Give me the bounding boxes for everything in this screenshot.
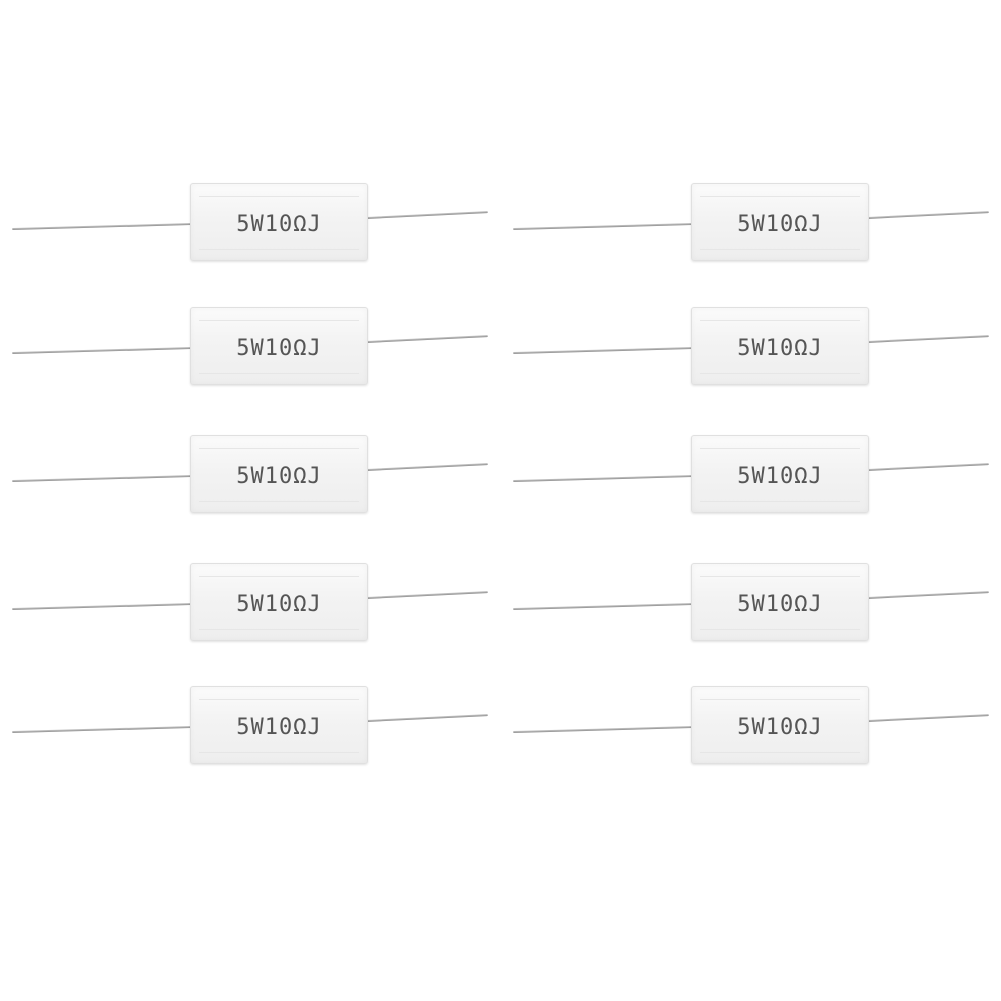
resistor-lead — [12, 726, 193, 734]
resistor-lead — [365, 211, 488, 219]
resistor-marking: 5W10ΩJ — [737, 715, 823, 740]
resistor-lead — [513, 475, 694, 483]
resistor-lead — [513, 223, 694, 231]
resistor-marking: 5W10ΩJ — [236, 592, 322, 617]
resistor-lead — [866, 211, 989, 219]
resistor-lead — [365, 335, 488, 343]
resistor-marking: 5W10ΩJ — [737, 592, 823, 617]
resistor-lead — [12, 475, 193, 483]
resistor-body: 5W10ΩJ — [190, 183, 368, 261]
resistor-lead — [365, 463, 488, 471]
resistor-marking: 5W10ΩJ — [737, 336, 823, 361]
resistor: 5W10ΩJ — [513, 435, 989, 515]
resistor: 5W10ΩJ — [12, 183, 488, 263]
resistor-lead — [513, 347, 694, 355]
resistor: 5W10ΩJ — [12, 686, 488, 766]
resistor-lead — [866, 714, 989, 722]
resistor-lead — [513, 726, 694, 734]
resistor-marking: 5W10ΩJ — [737, 464, 823, 489]
resistor: 5W10ΩJ — [12, 307, 488, 387]
resistor-lead — [866, 463, 989, 471]
resistor-body: 5W10ΩJ — [190, 563, 368, 641]
resistor-lead — [866, 591, 989, 599]
resistor-lead — [12, 223, 193, 231]
resistor: 5W10ΩJ — [513, 563, 989, 643]
resistor-body: 5W10ΩJ — [691, 686, 869, 764]
resistor-marking: 5W10ΩJ — [236, 715, 322, 740]
resistor-marking: 5W10ΩJ — [236, 212, 322, 237]
resistor-lead — [365, 714, 488, 722]
resistor: 5W10ΩJ — [513, 686, 989, 766]
resistor-marking: 5W10ΩJ — [236, 464, 322, 489]
resistor-body: 5W10ΩJ — [691, 563, 869, 641]
resistor-lead — [866, 335, 989, 343]
resistor-lead — [12, 347, 193, 355]
resistor-body: 5W10ΩJ — [190, 307, 368, 385]
resistor: 5W10ΩJ — [513, 307, 989, 387]
resistor-marking: 5W10ΩJ — [737, 212, 823, 237]
resistor: 5W10ΩJ — [12, 563, 488, 643]
resistor-lead — [12, 603, 193, 611]
resistor-lead — [365, 591, 488, 599]
resistor-body: 5W10ΩJ — [691, 435, 869, 513]
resistor: 5W10ΩJ — [513, 183, 989, 263]
resistor-body: 5W10ΩJ — [691, 183, 869, 261]
resistor-lead — [513, 603, 694, 611]
resistor: 5W10ΩJ — [12, 435, 488, 515]
resistor-marking: 5W10ΩJ — [236, 336, 322, 361]
resistor-body: 5W10ΩJ — [691, 307, 869, 385]
resistor-body: 5W10ΩJ — [190, 435, 368, 513]
resistor-body: 5W10ΩJ — [190, 686, 368, 764]
